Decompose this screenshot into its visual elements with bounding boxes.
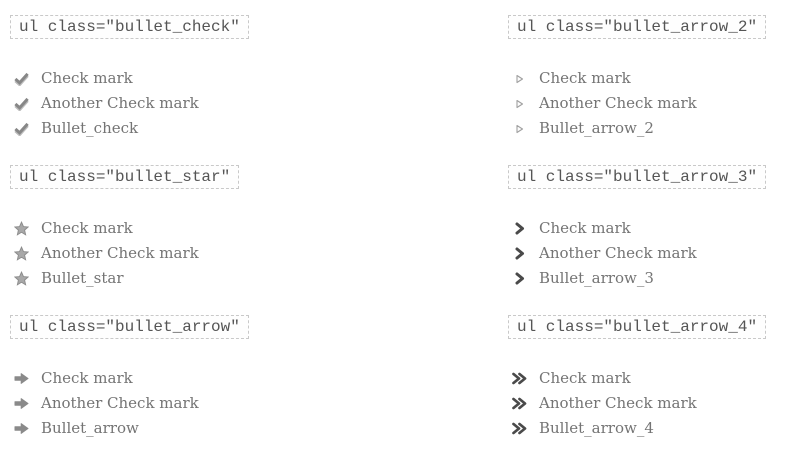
code-label: ul class="bullet_check": [10, 15, 249, 39]
list-item-label: Another Check mark: [539, 94, 697, 112]
bullet-arrow-2-list: Check mark Another Check mark Bullet_arr…: [508, 66, 806, 141]
chevron-icon: [511, 222, 527, 235]
list-item-label: Bullet_arrow_2: [539, 119, 654, 137]
bullet-check-list: Check mark Another Check mark Bullet_che…: [10, 66, 508, 141]
code-label: ul class="bullet_arrow_4": [508, 315, 767, 339]
list-item-label: Check mark: [539, 69, 631, 87]
right-column: ul class="bullet_arrow_2" Check mark Ano…: [508, 15, 806, 465]
left-column: ul class="bullet_check" Check mark Anoth…: [10, 15, 508, 465]
list-item-label: Bullet_arrow_3: [539, 269, 654, 287]
list-item-label: Check mark: [539, 369, 631, 387]
chevron-icon: [511, 247, 527, 260]
arrow-icon: [13, 372, 29, 385]
check-icon: [13, 97, 29, 111]
section-bullet-check: ul class="bullet_check" Check mark Anoth…: [10, 15, 508, 165]
triangle-outline-icon: [511, 73, 527, 85]
list-item-label: Bullet_arrow: [41, 419, 139, 437]
list-item-label: Check mark: [41, 369, 133, 387]
double-chevron-icon: [511, 372, 527, 385]
double-chevron-icon: [511, 397, 527, 410]
list-item-label: Another Check mark: [539, 394, 697, 412]
code-label-text: ul class="bullet_arrow_4": [517, 318, 758, 336]
arrow-icon: [13, 397, 29, 410]
code-label: ul class="bullet_star": [10, 165, 240, 189]
list-item: Check mark: [511, 66, 806, 91]
list-item: Bullet_arrow_2: [511, 116, 806, 141]
code-label-text: ul class="bullet_arrow_2": [517, 18, 758, 36]
list-item: Bullet_check: [13, 116, 508, 141]
list-item-label: Another Check mark: [539, 244, 697, 262]
list-item-label: Check mark: [539, 219, 631, 237]
bullet-arrow-4-list: Check mark Another Check mark Bullet_arr…: [508, 366, 806, 441]
check-icon: [13, 72, 29, 86]
code-label: ul class="bullet_arrow_3": [508, 165, 767, 189]
list-item: Bullet_arrow_4: [511, 416, 806, 441]
star-icon: [13, 221, 29, 236]
list-item: Bullet_arrow_3: [511, 266, 806, 291]
list-item: Another Check mark: [13, 391, 508, 416]
bullet-arrow-list: Check mark Another Check mark Bullet_arr…: [10, 366, 508, 441]
code-label-text: ul class="bullet_star": [19, 168, 231, 186]
double-chevron-icon: [511, 422, 527, 435]
bullet-star-list: Check mark Another Check mark Bullet_sta…: [10, 216, 508, 291]
section-bullet-star: ul class="bullet_star" Check mark Anothe…: [10, 165, 508, 315]
list-item: Check mark: [511, 366, 806, 391]
section-bullet-arrow-2: ul class="bullet_arrow_2" Check mark Ano…: [508, 15, 806, 165]
list-item-label: Check mark: [41, 69, 133, 87]
triangle-outline-icon: [511, 123, 527, 135]
section-bullet-arrow-4: ul class="bullet_arrow_4" Check mark Ano…: [508, 315, 806, 465]
arrow-icon: [13, 422, 29, 435]
list-item: Check mark: [13, 216, 508, 241]
star-icon: [13, 271, 29, 286]
list-item-label: Another Check mark: [41, 94, 199, 112]
list-item: Bullet_star: [13, 266, 508, 291]
list-item-label: Bullet_arrow_4: [539, 419, 654, 437]
list-item-label: Another Check mark: [41, 394, 199, 412]
list-item-label: Bullet_check: [41, 119, 139, 137]
code-label: ul class="bullet_arrow_2": [508, 15, 767, 39]
code-label-text: ul class="bullet_arrow": [19, 318, 240, 336]
list-item: Check mark: [511, 216, 806, 241]
list-item: Check mark: [13, 366, 508, 391]
section-bullet-arrow-3: ul class="bullet_arrow_3" Check mark Ano…: [508, 165, 806, 315]
list-item-label: Check mark: [41, 219, 133, 237]
list-item: Another Check mark: [13, 241, 508, 266]
code-label: ul class="bullet_arrow": [10, 315, 249, 339]
list-item: Check mark: [13, 66, 508, 91]
section-bullet-arrow: ul class="bullet_arrow" Check mark Anoth…: [10, 315, 508, 465]
list-item: Another Check mark: [13, 91, 508, 116]
chevron-icon: [511, 272, 527, 285]
code-label-text: ul class="bullet_arrow_3": [517, 168, 758, 186]
list-item: Bullet_arrow: [13, 416, 508, 441]
star-icon: [13, 246, 29, 261]
list-item: Another Check mark: [511, 91, 806, 116]
list-item: Another Check mark: [511, 391, 806, 416]
list-item: Another Check mark: [511, 241, 806, 266]
list-item-label: Another Check mark: [41, 244, 199, 262]
bullet-arrow-3-list: Check mark Another Check mark Bullet_arr…: [508, 216, 806, 291]
code-label-text: ul class="bullet_check": [19, 18, 240, 36]
triangle-outline-icon: [511, 98, 527, 110]
check-icon: [13, 122, 29, 136]
list-item-label: Bullet_star: [41, 269, 124, 287]
